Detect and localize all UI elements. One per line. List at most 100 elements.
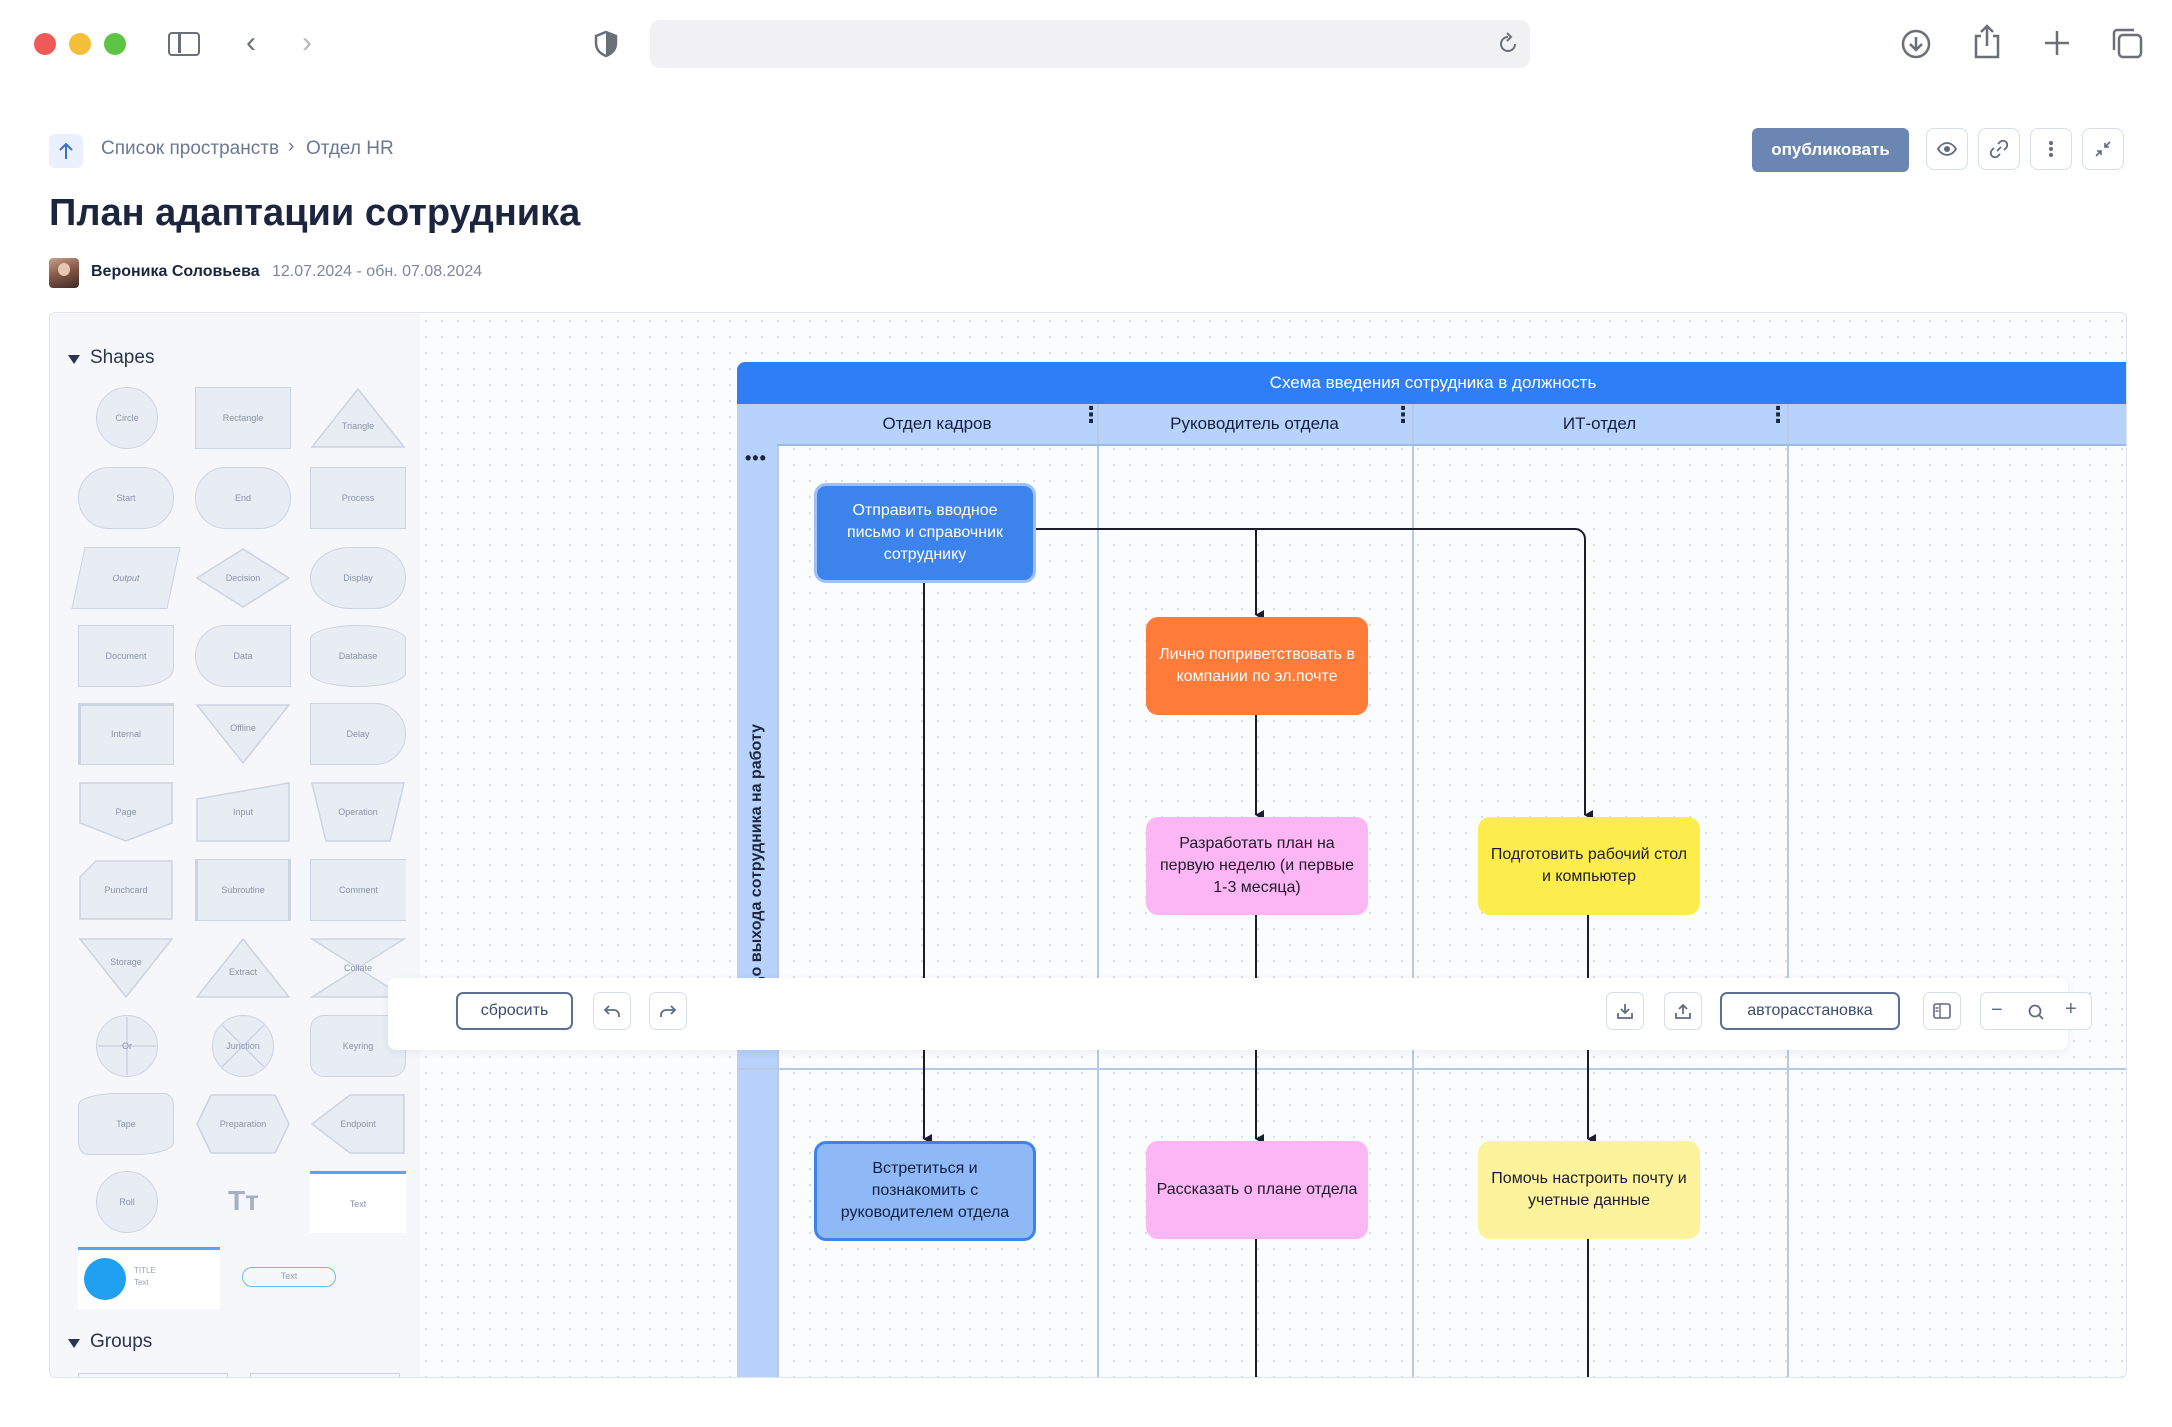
shapes-header[interactable]: Shapes — [90, 347, 155, 368]
shape-page-label: Page — [115, 807, 137, 817]
undo-button[interactable] — [593, 992, 631, 1030]
node-send-welcome-letter[interactable]: Отправить вводное письмо и справочник со… — [814, 483, 1036, 583]
shape-document[interactable]: Document — [78, 625, 174, 687]
share-icon[interactable] — [1972, 24, 2002, 65]
copy-link-button[interactable] — [1978, 128, 2020, 170]
diagram-editor[interactable]: Shapes Circle Rectangle Triangle Start E… — [49, 312, 2127, 1378]
shape-operation[interactable]: Operation — [310, 781, 406, 843]
breadcrumb-spaces-link[interactable]: Список пространств — [101, 138, 280, 159]
reload-icon[interactable] — [1496, 32, 1520, 61]
shape-page[interactable]: Page — [78, 781, 174, 843]
shape-triangle-label: Triangle — [341, 421, 375, 431]
shape-triangle[interactable]: Triangle — [310, 387, 406, 449]
import-button[interactable] — [1606, 992, 1644, 1030]
lane-divider — [1787, 404, 1789, 1377]
download-icon[interactable] — [1900, 28, 1932, 65]
shape-offline[interactable]: Offline — [195, 703, 291, 765]
node-meet-manager[interactable]: Встретиться и познакомить с руководителе… — [814, 1141, 1036, 1241]
shape-delay[interactable]: Delay — [310, 703, 406, 765]
lane-it-label[interactable]: ИТ-отдел — [1562, 414, 1637, 433]
tabs-overview-icon[interactable] — [2110, 26, 2144, 65]
shape-comment[interactable]: Comment — [310, 859, 406, 921]
node-department-plan[interactable]: Рассказать о плане отдела — [1146, 1141, 1368, 1239]
link-icon — [1990, 140, 2008, 158]
shape-collate[interactable]: Collate — [310, 937, 406, 999]
shape-input[interactable]: Input — [195, 781, 291, 843]
lane-manager-label[interactable]: Руководитель отдела — [1170, 414, 1339, 433]
shape-roll[interactable]: Roll — [96, 1171, 158, 1233]
shape-internal[interactable]: Internal — [78, 703, 174, 765]
zoom-window-button[interactable] — [104, 33, 126, 55]
node-prepare-workstation[interactable]: Подготовить рабочий стол и компьютер — [1478, 817, 1700, 915]
preview-button[interactable] — [1926, 128, 1968, 170]
shape-end[interactable]: End — [195, 467, 291, 529]
shape-process[interactable]: Process — [310, 467, 406, 529]
shape-preparation[interactable]: Preparation — [195, 1093, 291, 1155]
author-name[interactable]: Вероника Соловьева — [91, 263, 260, 280]
shape-decision[interactable]: Decision — [195, 547, 291, 609]
phase-menu-icon[interactable]: ••• — [745, 448, 767, 468]
reset-button[interactable]: сбросить — [456, 992, 573, 1030]
minimap-toggle-button[interactable] — [1923, 992, 1961, 1030]
autolayout-button[interactable]: авторасстановка — [1720, 992, 1900, 1030]
collapse-button[interactable] — [2082, 128, 2124, 170]
shape-or[interactable]: Or — [96, 1015, 158, 1077]
shape-data[interactable]: Data — [195, 625, 291, 687]
forward-icon[interactable]: › — [302, 26, 312, 59]
avatar[interactable] — [49, 258, 79, 288]
zoom-in-icon[interactable]: + — [2065, 998, 2077, 1020]
shape-start[interactable]: Start — [78, 467, 174, 529]
node-setup-mail[interactable]: Помочь настроить почту и учетные данные — [1478, 1141, 1700, 1239]
phase-bar[interactable]: ••• До выхода сотрудника на работу — [737, 444, 777, 1377]
group-item[interactable] — [78, 1373, 228, 1377]
minimize-window-button[interactable] — [69, 33, 91, 55]
shape-display[interactable]: Display — [310, 547, 406, 609]
sidebar-toggle-icon[interactable] — [168, 32, 200, 56]
zoom-fit-icon[interactable] — [2027, 1003, 2045, 1021]
redo-button[interactable] — [649, 992, 687, 1030]
shape-card[interactable]: TITLE Text — [78, 1247, 220, 1309]
shape-pill[interactable]: Text — [242, 1267, 336, 1287]
shape-junction[interactable]: Junction — [212, 1015, 274, 1077]
node-first-week-plan[interactable]: Разработать план на первую неделю (и пер… — [1146, 817, 1368, 915]
up-arrow-icon[interactable] — [49, 134, 83, 168]
shield-icon[interactable] — [594, 30, 618, 63]
shape-text[interactable]: Text — [310, 1171, 406, 1233]
new-tab-icon[interactable] — [2042, 28, 2072, 63]
shape-rectangle[interactable]: Rectangle — [195, 387, 291, 449]
lane-divider — [777, 444, 779, 1377]
card-text: Text — [134, 1278, 149, 1287]
lane-hr-label[interactable]: Отдел кадров — [882, 414, 992, 433]
address-bar[interactable] — [650, 20, 1530, 68]
caret-down-icon[interactable] — [68, 355, 80, 364]
undo-icon — [603, 1005, 620, 1017]
bottom-toolbar: сбросить авторасстановка − + — [388, 978, 2092, 1050]
text-style-icon[interactable]: Tт — [228, 1185, 259, 1216]
export-button[interactable] — [1664, 992, 1702, 1030]
shape-endpoint[interactable]: Endpoint — [310, 1093, 406, 1155]
group-item[interactable] — [250, 1373, 400, 1377]
more-options-button[interactable] — [2030, 128, 2072, 170]
shape-subroutine[interactable]: Subroutine — [195, 859, 291, 921]
pool-title[interactable]: Схема введения сотрудника в должность — [737, 362, 2126, 404]
shape-punchcard[interactable]: Punchcard — [78, 859, 174, 921]
shape-database[interactable]: Database — [310, 625, 406, 687]
breadcrumb-separator: › — [288, 136, 295, 157]
publish-button[interactable]: опубликовать — [1752, 128, 1909, 172]
shape-or-label: Or — [122, 1041, 132, 1051]
lanes-header: Отдел кадров ⋮ Руководитель отдела ⋮ ИТ-… — [737, 404, 2126, 444]
back-icon[interactable]: ‹ — [246, 26, 256, 59]
breadcrumb-hr-link[interactable]: Отдел HR — [306, 138, 394, 159]
caret-down-icon[interactable] — [68, 1339, 80, 1348]
shape-storage[interactable]: Storage — [78, 937, 174, 999]
panel-icon — [1933, 1003, 1951, 1019]
collapse-icon — [2095, 141, 2111, 157]
zoom-out-icon[interactable]: − — [1991, 999, 2003, 1021]
shape-extract[interactable]: Extract — [195, 937, 291, 999]
shape-tape[interactable]: Tape — [78, 1093, 174, 1155]
node-greet-by-email[interactable]: Лично поприветствовать в компании по эл.… — [1146, 617, 1368, 715]
close-window-button[interactable] — [34, 33, 56, 55]
shape-circle[interactable]: Circle — [96, 387, 158, 449]
groups-header[interactable]: Groups — [90, 1331, 153, 1352]
card-avatar-icon — [84, 1258, 126, 1300]
